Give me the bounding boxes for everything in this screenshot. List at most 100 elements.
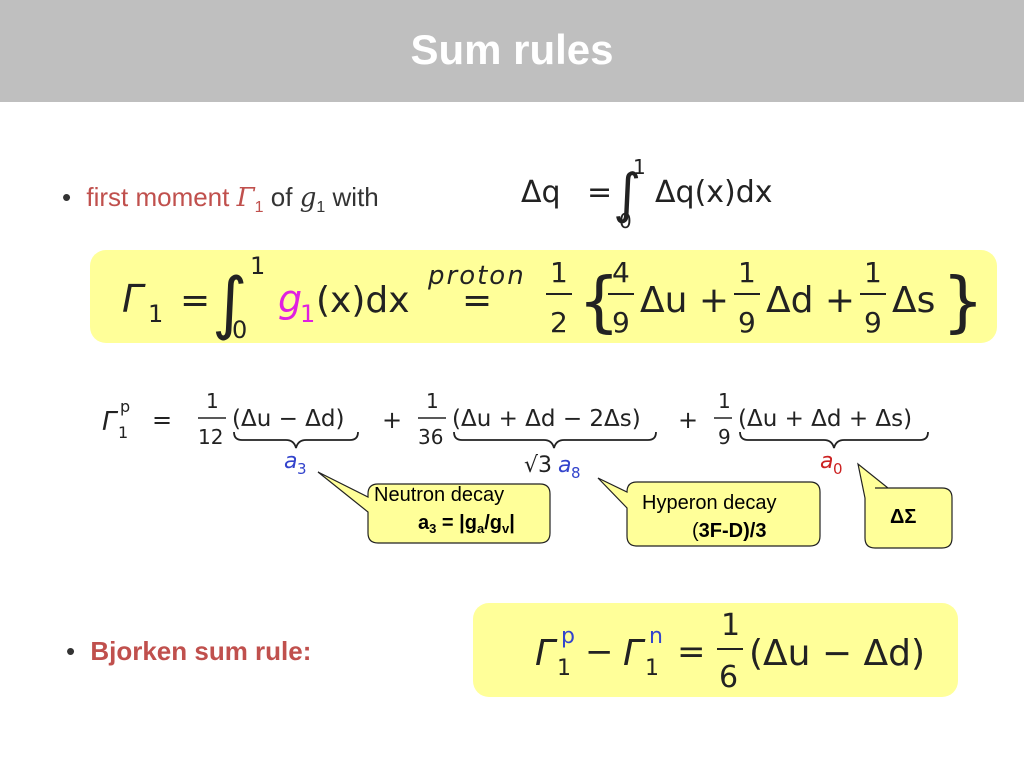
neutron-ga-sub: a xyxy=(476,521,485,536)
dq-equals: = xyxy=(587,175,612,210)
bj-den: 6 xyxy=(719,660,738,695)
term-delta-u: Δu + xyxy=(640,280,729,321)
half-denominator: 2 xyxy=(550,306,568,339)
sigma-callout-text: ΔΣ xyxy=(890,506,917,528)
bj-sup-p: p xyxy=(561,624,575,649)
delta-q-equation: Δq = ∫ 1 0 Δq(x)dx xyxy=(521,155,773,233)
hyperon-callout-bubble xyxy=(597,477,821,547)
with-text: with xyxy=(332,182,379,212)
underbrace-a0 xyxy=(739,431,929,449)
gamma1-upper-limit: 1 xyxy=(250,252,265,280)
neutron-callout-bubble xyxy=(317,471,551,544)
frac1-denominator: 9 xyxy=(612,306,630,339)
g-symbol: g xyxy=(299,183,317,213)
gamma1-lhs-sub: 1 xyxy=(148,300,163,328)
bjorken-label: Bjorken sum rule: xyxy=(90,636,312,666)
bullet-marker-2: • xyxy=(66,636,76,666)
gamma1-equation: Γ 1 = ∫ 1 0 g 1 (x)dx proton = 1 2 { 4 9… xyxy=(122,252,984,343)
bjorken-highlight-box xyxy=(473,603,958,697)
a0-label: a xyxy=(820,449,833,474)
frac1-numerator: 4 xyxy=(612,256,630,289)
hyperon-callout-line1: Hyperon decay xyxy=(642,492,777,514)
frac2-numerator: 1 xyxy=(738,256,756,289)
dq-integral-sign: ∫ xyxy=(613,162,641,225)
term-delta-d: Δd + xyxy=(766,280,855,321)
a0-label-sub: 0 xyxy=(833,460,843,478)
gp-frac3-num: 1 xyxy=(718,389,731,413)
hyperon-formula: 3F-D)/3 xyxy=(698,520,767,542)
bj-equals: = xyxy=(677,632,706,672)
gp-plus-1: + xyxy=(382,406,402,434)
a8-label: a xyxy=(558,453,571,478)
bj-rhs: (Δu − Δd) xyxy=(749,633,925,674)
gp-term1: (Δu − Δd) xyxy=(232,406,344,432)
frac2-denominator: 9 xyxy=(738,306,756,339)
gp-frac1-num: 1 xyxy=(206,389,219,413)
dq-lower-limit: 0 xyxy=(619,209,632,233)
of-text: of xyxy=(270,182,293,212)
bj-gamma-p: Γ xyxy=(535,633,558,674)
neutron-end: | xyxy=(509,512,515,534)
bullet-marker: • xyxy=(62,182,72,212)
underbrace-a3 xyxy=(233,431,359,449)
gamma1-lhs: Γ xyxy=(122,277,146,321)
gp-frac3-den: 9 xyxy=(718,425,731,449)
g1-subscript: 1 xyxy=(300,300,315,328)
sqrt3-label: √3 xyxy=(524,453,552,478)
neutron-a: a xyxy=(418,512,430,534)
gamma-symbol: Γ xyxy=(236,183,255,213)
a3-label-sub: 3 xyxy=(297,460,307,478)
slide-title: Sum rules xyxy=(410,26,614,73)
bj-minus: − xyxy=(585,632,614,672)
neutron-a-sub: 3 xyxy=(429,521,437,536)
neutron-gv-sub: v xyxy=(501,521,510,536)
gamma1-integrand: (x)dx xyxy=(316,280,410,321)
left-brace: { xyxy=(578,263,620,340)
bj-num: 1 xyxy=(721,608,740,643)
frac3-denominator: 9 xyxy=(864,306,882,339)
gamma1p-decomposition: Γ p 1 = 1 12 (Δu − Δd) a 3 + 1 36 (Δu + … xyxy=(102,389,929,482)
frac3-numerator: 1 xyxy=(864,256,882,289)
g-subscript: 1 xyxy=(316,199,326,216)
bj-sup-n: n xyxy=(649,624,663,649)
bj-gamma-n: Γ xyxy=(623,633,646,674)
bullet-first-moment: • first moment Γ1 of g1 with xyxy=(62,182,379,217)
gp-sup: p xyxy=(120,397,130,416)
right-brace: } xyxy=(942,263,984,340)
dq-upper-limit: 1 xyxy=(633,155,646,179)
gamma1-equals: = xyxy=(180,280,210,321)
gamma1-lower-limit: 0 xyxy=(232,316,247,343)
gamma1-equals-2: = xyxy=(462,280,492,321)
gamma1-highlight-box xyxy=(90,250,997,343)
gamma1-integral-sign: ∫ xyxy=(212,264,247,343)
hyperon-callout-line2: (3F-D)/3 xyxy=(692,520,766,543)
bj-sub-1a: 1 xyxy=(557,656,571,681)
gp-term2: (Δu + Δd − 2Δs) xyxy=(452,406,641,432)
hyperon-open-paren: ( xyxy=(692,520,699,542)
neutron-callout-line1: Neutron decay xyxy=(374,484,505,506)
dq-integrand: Δq(x)dx xyxy=(655,175,773,210)
bullet-bjorken: • Bjorken sum rule: xyxy=(66,636,311,667)
sigma-callout-bubble xyxy=(857,462,953,549)
dq-lhs: Δq xyxy=(521,175,561,210)
bjorken-equation: Γ p 1 − Γ n 1 = 1 6 (Δu − Δd) xyxy=(535,608,925,695)
gp-lhs: Γ xyxy=(102,407,119,437)
gp-frac2-den: 36 xyxy=(418,425,443,449)
half-numerator: 1 xyxy=(550,256,568,289)
term-delta-s: Δs xyxy=(892,280,935,321)
neutron-callout-line2: a3 = |ga/gv| xyxy=(418,512,515,536)
bj-sub-1b: 1 xyxy=(645,656,659,681)
a8-label-sub: 8 xyxy=(571,464,581,482)
neutron-slash: /g xyxy=(484,512,502,534)
gp-plus-2: + xyxy=(678,406,698,434)
underbrace-a8 xyxy=(453,431,657,449)
neutron-mid: = |g xyxy=(436,512,477,534)
title-bar xyxy=(0,0,1024,102)
gp-frac2-num: 1 xyxy=(426,389,439,413)
gp-sub: 1 xyxy=(118,423,128,442)
first-moment-text: first moment xyxy=(86,182,230,212)
a3-label: a xyxy=(284,449,297,474)
gamma-subscript: 1 xyxy=(254,199,264,216)
gp-equals: = xyxy=(152,406,172,434)
